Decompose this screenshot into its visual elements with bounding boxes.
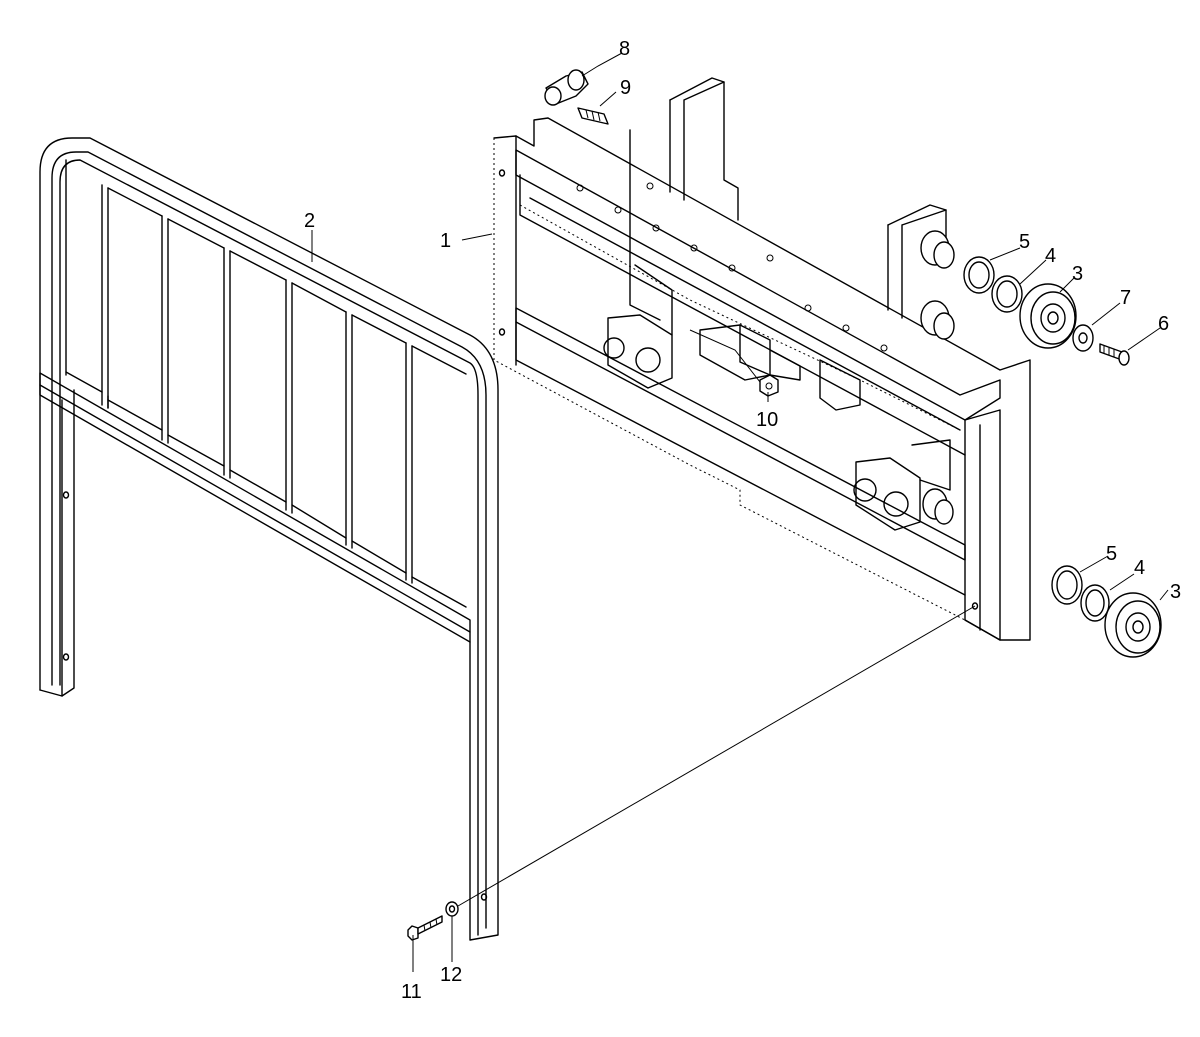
callout-2: 2 — [304, 210, 315, 232]
part-7-washer — [1072, 324, 1094, 352]
part-9-screw — [577, 107, 609, 125]
part-12-washer — [445, 901, 459, 917]
load-backrest-guard — [39, 137, 499, 941]
callout-5-upper: 5 — [1019, 231, 1030, 253]
part-3-bearings — [1019, 283, 1162, 658]
callout-6: 6 — [1158, 313, 1169, 335]
callout-labels: 1 2 8 9 10 5 4 3 7 6 5 4 3 11 12 — [304, 38, 1181, 1003]
callout-7: 7 — [1120, 287, 1131, 309]
leader-lines — [311, 52, 1169, 972]
part-11-bolt — [407, 915, 443, 941]
callout-5-lower: 5 — [1106, 543, 1117, 565]
callout-4-lower: 4 — [1134, 557, 1145, 579]
part-5-spacers — [963, 256, 1083, 605]
part-8-pin — [544, 69, 589, 106]
fork-carriage — [493, 77, 1031, 641]
part-4-shims — [991, 275, 1110, 622]
part-6-bolt — [1099, 343, 1130, 366]
callout-12: 12 — [440, 964, 462, 986]
callout-10: 10 — [756, 409, 778, 431]
roller-stubs — [920, 230, 955, 525]
callout-8: 8 — [619, 38, 630, 60]
callout-1: 1 — [440, 230, 451, 252]
callout-9: 9 — [620, 77, 631, 99]
backrest-bars — [65, 184, 467, 608]
part-10-nut — [759, 374, 779, 397]
callout-11: 11 — [401, 981, 422, 1003]
callout-4-upper: 4 — [1045, 245, 1056, 267]
callout-3-lower: 3 — [1170, 581, 1181, 603]
callout-3-upper: 3 — [1072, 263, 1083, 285]
